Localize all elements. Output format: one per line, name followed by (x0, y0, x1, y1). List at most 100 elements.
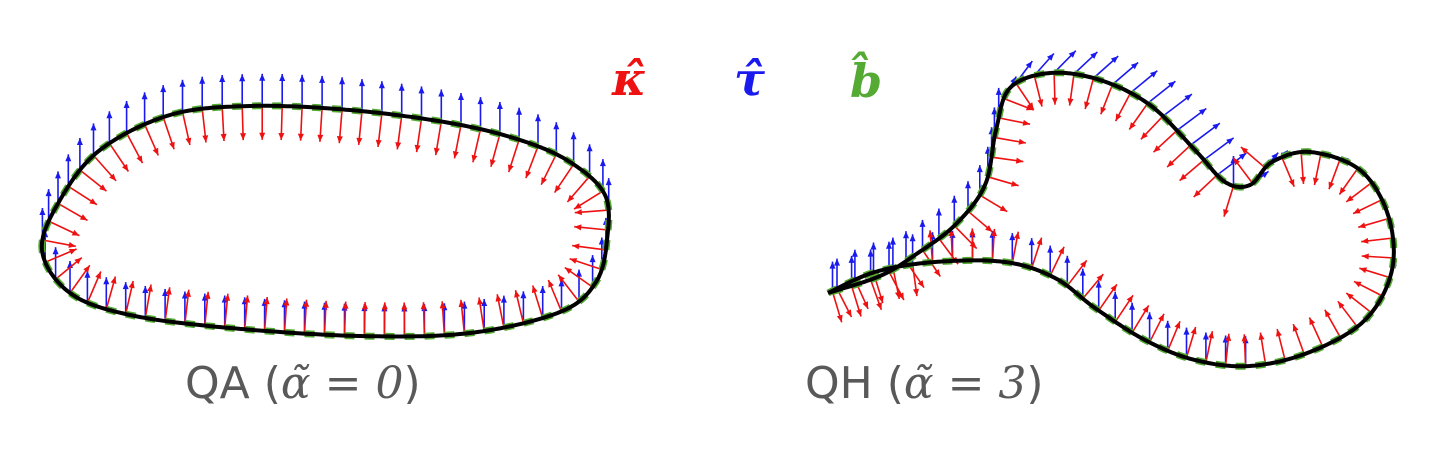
qh-kappa-arrow (1328, 158, 1341, 190)
qa-kappa-arrow (240, 106, 246, 141)
qh-kappa-arrow (1324, 309, 1342, 339)
qh-tau-arrow (1162, 93, 1193, 117)
qh-kappa-arrow (998, 117, 1031, 126)
qh-kappa-arrow (1128, 102, 1149, 130)
qa-tau-arrow (418, 86, 425, 119)
qh-kappa-arrow (1114, 294, 1134, 323)
qh-kappa-arrow (1131, 304, 1150, 334)
qa-tau-arrow (500, 295, 507, 328)
qa-kappa-arrow (297, 106, 304, 141)
qh-kappa-arrow (1015, 82, 1035, 111)
qa-kappa-arrow (79, 169, 107, 192)
qa-kappa-arrow (303, 299, 310, 334)
qa-tau-arrow (45, 189, 52, 222)
qa-tau-arrow (76, 138, 83, 170)
qa-kappa-arrow (48, 220, 80, 237)
qa-curve (39, 103, 611, 339)
qa-kappa-arrow (553, 163, 575, 194)
qh-kappa-arrow (1051, 72, 1058, 105)
qa-caption: QA (α̃ = 0) (185, 358, 421, 409)
qa-kappa-arrow (243, 295, 250, 330)
qa-kappa-arrow (356, 111, 363, 145)
legend-tau-symbol: τ̂ (734, 52, 765, 106)
qa-tau-arrow (458, 93, 464, 125)
qa-kappa-arrow (420, 302, 427, 337)
qa-tau-arrow (539, 286, 546, 318)
qa-caption-prefix: QA ( (185, 358, 281, 409)
qh-kappa-arrow (967, 210, 993, 233)
qh-kappa-arrow (1011, 231, 1020, 264)
qh-caption: QH (α̃ = 3) (805, 358, 1044, 409)
qh-tau-arrow (1202, 332, 1209, 363)
qa-tau-arrow (55, 171, 61, 204)
qa-caption-math: α̃ = 0 (281, 358, 404, 409)
qh-kappa-arrow (1276, 328, 1286, 361)
qa-kappa-arrow (181, 111, 192, 146)
qh-tau-arrow (1183, 327, 1190, 358)
qh-caption-prefix: QH ( (805, 358, 904, 409)
qh-tau-arrow (935, 208, 942, 239)
qa-tau-arrow (398, 83, 405, 116)
qa-kappa-arrow (477, 297, 485, 332)
qa-kappa-arrow (342, 301, 349, 336)
qh-kappa-arrow (1352, 198, 1383, 215)
qa-kappa-arrow (433, 121, 443, 156)
qa-kappa-arrow (414, 118, 423, 153)
qa-kappa-arrow (69, 264, 91, 294)
qa-tau-arrow (496, 102, 503, 134)
qa-tau-arrow (219, 75, 226, 107)
qh-tau-arrow (829, 261, 836, 292)
qh-kappa-arrow (1066, 259, 1088, 287)
qa-tau-arrow (123, 101, 130, 133)
qh-tau-arrow (1147, 80, 1176, 104)
qh-kappa-arrow (1359, 267, 1391, 279)
qa-tau-arrow (481, 299, 488, 331)
qh-tau-arrow (1190, 122, 1221, 146)
qa-kappa-arrow (574, 209, 609, 216)
qa-kappa-arrow (569, 258, 603, 271)
qh-kappa-arrow (987, 176, 1019, 187)
qh-tau-arrow (889, 237, 896, 268)
qh-kappa-arrow (1361, 253, 1394, 260)
qh-tau-arrow (1129, 302, 1136, 333)
qa-kappa-arrow (67, 185, 98, 206)
qa-kappa-arrow (278, 105, 285, 141)
qa-tau-arrow (319, 75, 326, 108)
qh-kappa-arrow (1152, 129, 1178, 153)
qh-kappa-arrow (1308, 317, 1324, 347)
qa-tau-arrow (477, 97, 484, 130)
qa-tau-arrow (179, 79, 186, 112)
qh-kappa-arrow (1166, 320, 1181, 352)
qh-kappa-arrow (869, 279, 883, 311)
qh-kappa-arrow (1166, 144, 1192, 168)
qh-tau-arrow (951, 195, 958, 226)
qa-kappa-arrow (525, 146, 539, 179)
qh-curvature-arrows (831, 72, 1394, 367)
qa-kappa-arrow (557, 274, 580, 303)
qa-kappa-arrow (395, 115, 403, 150)
qa-kappa-arrow (439, 301, 446, 336)
qa-tau-arrow (558, 279, 565, 312)
qa-kappa-arrow (381, 302, 388, 337)
qh-kappa-arrow (911, 264, 919, 297)
qh-tau-arrow (1203, 137, 1235, 161)
qa-kappa-arrow (164, 287, 172, 322)
qh-kappa-arrow (1082, 273, 1104, 300)
qa-kappa-arrow (57, 202, 88, 222)
qh-panel: QH (α̃ = 3) (805, 50, 1398, 409)
qa-kappa-arrow (220, 106, 227, 142)
qh-tau-arrow (834, 258, 840, 289)
qa-tau-arrow (438, 89, 445, 122)
qh-kappa-arrow (1033, 75, 1044, 107)
qa-kappa-arrow (86, 271, 102, 304)
qa-tau-arrow (359, 79, 365, 112)
qh-kappa-arrow (1185, 326, 1197, 358)
qa-tau-arrow (65, 154, 72, 187)
qh-kappa-arrow (1098, 283, 1118, 312)
qh-kappa-arrow (1300, 151, 1306, 184)
qh-tau-arrow (1146, 312, 1153, 343)
qa-tangent-arrows (39, 73, 612, 337)
qa-tau-arrow (553, 122, 560, 155)
qh-kappa-arrow (836, 288, 853, 318)
qa-kappa-arrow (124, 280, 135, 315)
